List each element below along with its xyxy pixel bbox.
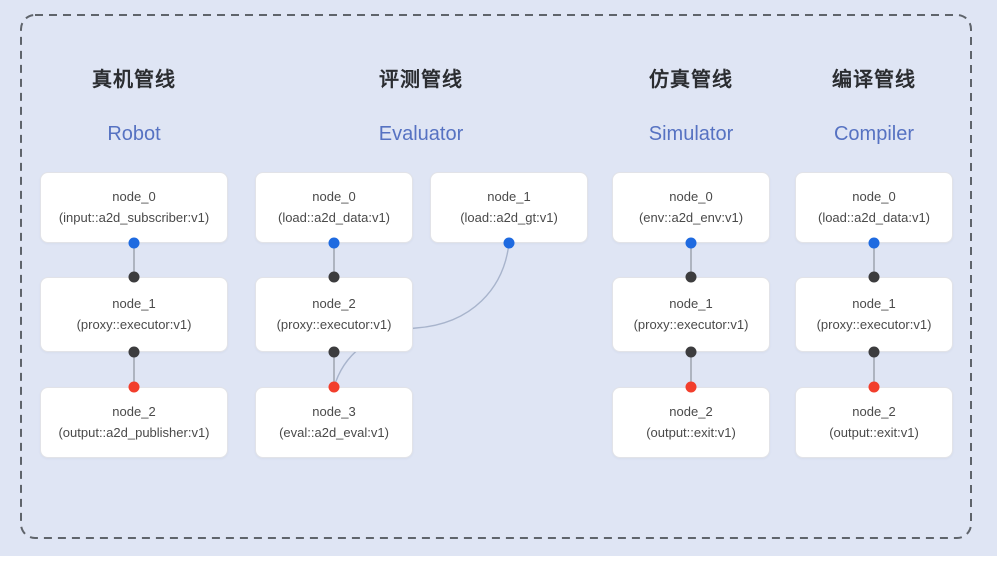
pipeline-simulator-title-zh: 仿真管线 bbox=[649, 69, 733, 91]
node-name: node_2 bbox=[852, 403, 896, 419]
node-type: (input::a2d_subscriber:v1) bbox=[58, 209, 210, 225]
pipeline-evaluator-title-en: Evaluator bbox=[378, 123, 464, 145]
node-name: node_0 bbox=[112, 188, 156, 204]
node-name: node_1 bbox=[669, 295, 713, 311]
pipeline-compiler-title-en: Compiler bbox=[833, 123, 915, 145]
node-type: (proxy::executor:v1) bbox=[76, 316, 192, 332]
node-type: (proxy::executor:v1) bbox=[276, 316, 392, 332]
node-name: node_0 bbox=[312, 188, 356, 204]
node-name: node_1 bbox=[852, 295, 896, 311]
pipeline-robot-title-en: Robot bbox=[107, 123, 161, 145]
node-name: node_2 bbox=[112, 403, 156, 419]
node-type: (eval::a2d_eval:v1) bbox=[279, 424, 389, 440]
evaluator-node-0-box: node_0 (load::a2d_data:v1) bbox=[255, 172, 413, 243]
compiler-node-0-box: node_0 (load::a2d_data:v1) bbox=[795, 172, 953, 243]
node-type: (output::a2d_publisher:v1) bbox=[58, 424, 210, 440]
pipeline-simulator-title-en: Simulator bbox=[648, 123, 734, 145]
node-name: node_2 bbox=[669, 403, 713, 419]
bottom-white-strip bbox=[0, 556, 997, 563]
simulator-node-0-box: node_0 (env::a2d_env:v1) bbox=[612, 172, 770, 243]
compiler-node-2-box: node_2 (output::exit:v1) bbox=[795, 387, 953, 458]
compiler-node-1-box: node_1 (proxy::executor:v1) bbox=[795, 277, 953, 352]
node-type: (proxy::executor:v1) bbox=[633, 316, 749, 332]
node-type: (output::exit:v1) bbox=[646, 424, 736, 440]
pipeline-robot-title-zh: 真机管线 bbox=[92, 69, 176, 91]
node-name: node_1 bbox=[487, 188, 531, 204]
pipeline-evaluator-title-zh: 评测管线 bbox=[379, 69, 463, 91]
evaluator-node-3-box: node_3 (eval::a2d_eval:v1) bbox=[255, 387, 413, 458]
node-type: (proxy::executor:v1) bbox=[816, 316, 932, 332]
robot-node-1-box: node_1 (proxy::executor:v1) bbox=[40, 277, 228, 352]
node-name: node_2 bbox=[312, 295, 356, 311]
node-type: (load::a2d_data:v1) bbox=[817, 209, 931, 225]
node-name: node_3 bbox=[312, 403, 356, 419]
simulator-node-2-box: node_2 (output::exit:v1) bbox=[612, 387, 770, 458]
robot-node-2-box: node_2 (output::a2d_publisher:v1) bbox=[40, 387, 228, 458]
node-type: (load::a2d_data:v1) bbox=[277, 209, 391, 225]
pipeline-compiler-title-zh: 编译管线 bbox=[832, 69, 916, 91]
node-name: node_1 bbox=[112, 295, 156, 311]
node-type: (load::a2d_gt:v1) bbox=[460, 209, 558, 225]
node-type: (env::a2d_env:v1) bbox=[638, 209, 744, 225]
node-name: node_0 bbox=[669, 188, 713, 204]
evaluator-node-2-box: node_2 (proxy::executor:v1) bbox=[255, 277, 413, 352]
robot-node-0-box: node_0 (input::a2d_subscriber:v1) bbox=[40, 172, 228, 243]
node-type: (output::exit:v1) bbox=[829, 424, 919, 440]
simulator-node-1-box: node_1 (proxy::executor:v1) bbox=[612, 277, 770, 352]
node-name: node_0 bbox=[852, 188, 896, 204]
evaluator-node-1-box: node_1 (load::a2d_gt:v1) bbox=[430, 172, 588, 243]
